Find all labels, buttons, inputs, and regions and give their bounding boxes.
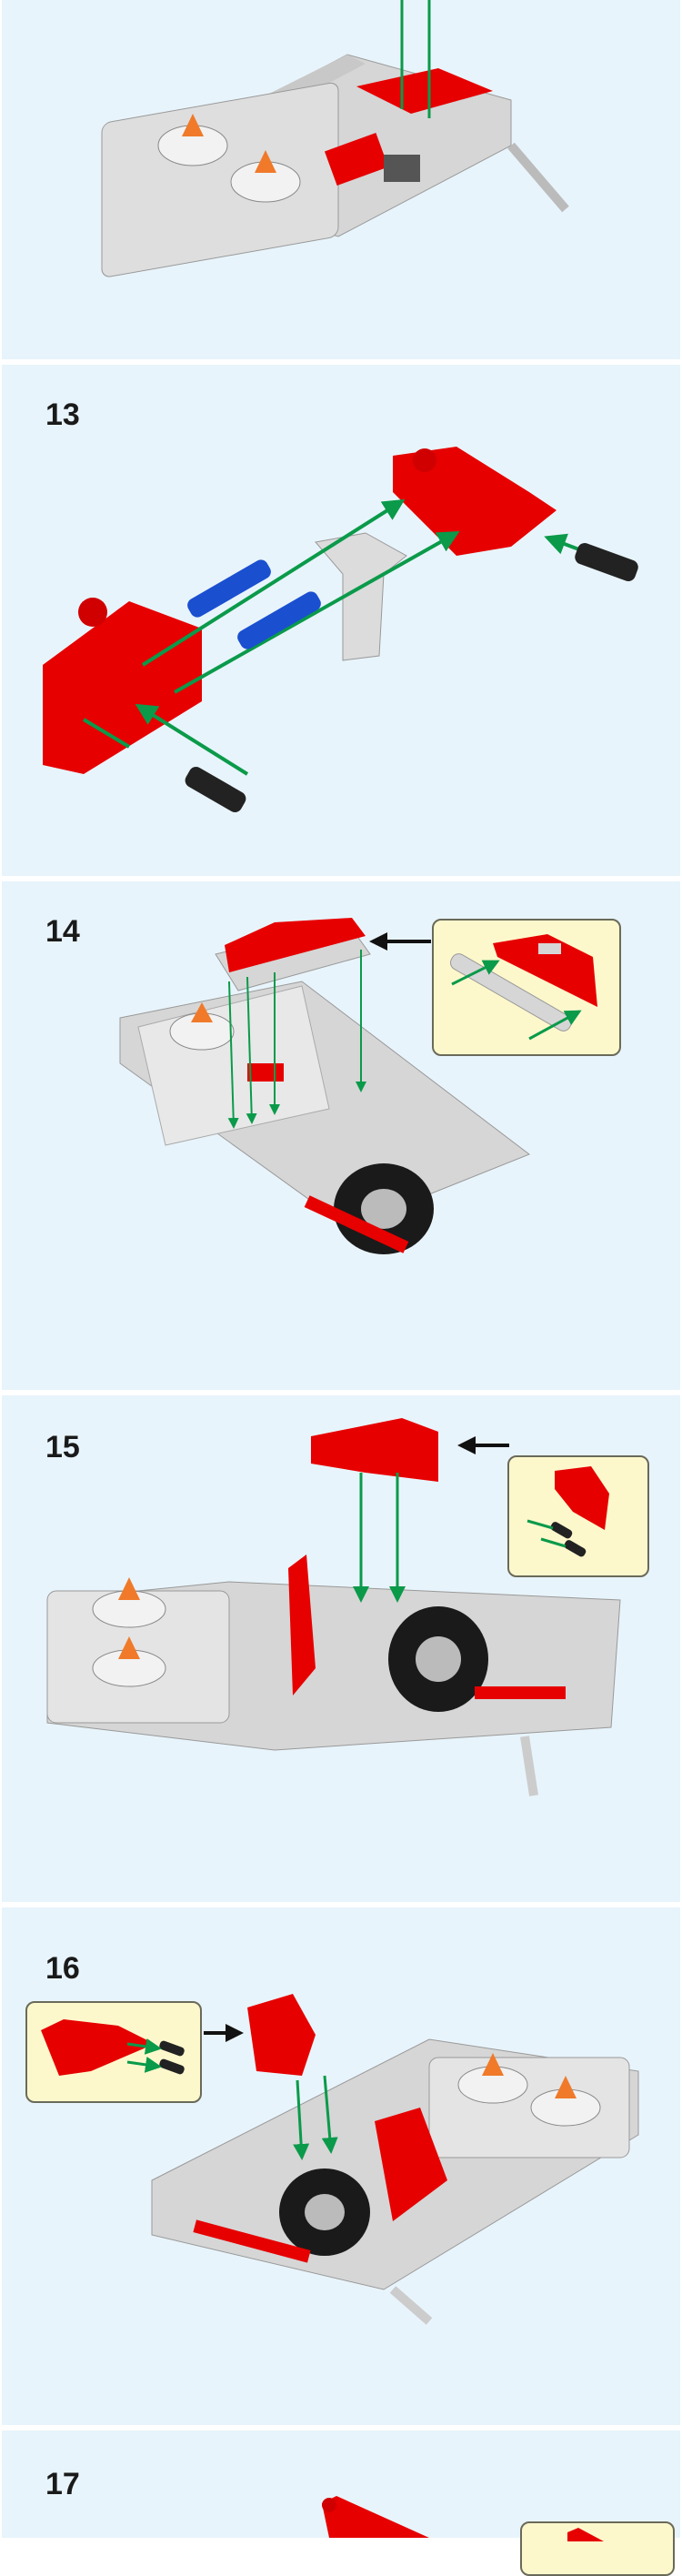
step-14-model-illustration [119, 918, 531, 1254]
step-17-panel: 17 [2, 2430, 680, 2576]
step-12-panel [2, 0, 680, 359]
step-12-model-illustration [101, 0, 569, 277]
step-16-panel: 16 [2, 1907, 680, 2425]
step-15-model-illustration [46, 1418, 621, 1796]
sub-assembly-callout [432, 919, 621, 1056]
step-16-model-illustration [151, 1994, 639, 2325]
callout-illustration [527, 1466, 609, 1557]
callout-illustration [449, 934, 597, 1041]
sub-assembly-callout [25, 2001, 202, 2103]
step-13-model-illustration [43, 447, 638, 812]
step-17-model-illustration [322, 2496, 429, 2538]
step-number: 17 [45, 2467, 80, 2501]
step-number: 15 [45, 1430, 80, 1464]
step-13-panel: 13 [2, 365, 680, 876]
step-number: 14 [45, 914, 80, 949]
step-number: 13 [45, 397, 80, 432]
callout-illustration [41, 2019, 185, 2076]
sub-assembly-callout [507, 1455, 649, 1577]
callout-illustration [567, 2528, 604, 2541]
sub-assembly-callout [520, 2521, 675, 2576]
step-15-panel: 15 [2, 1395, 680, 1902]
step-14-panel: 14 [2, 881, 680, 1390]
step-number: 16 [45, 1951, 80, 1986]
